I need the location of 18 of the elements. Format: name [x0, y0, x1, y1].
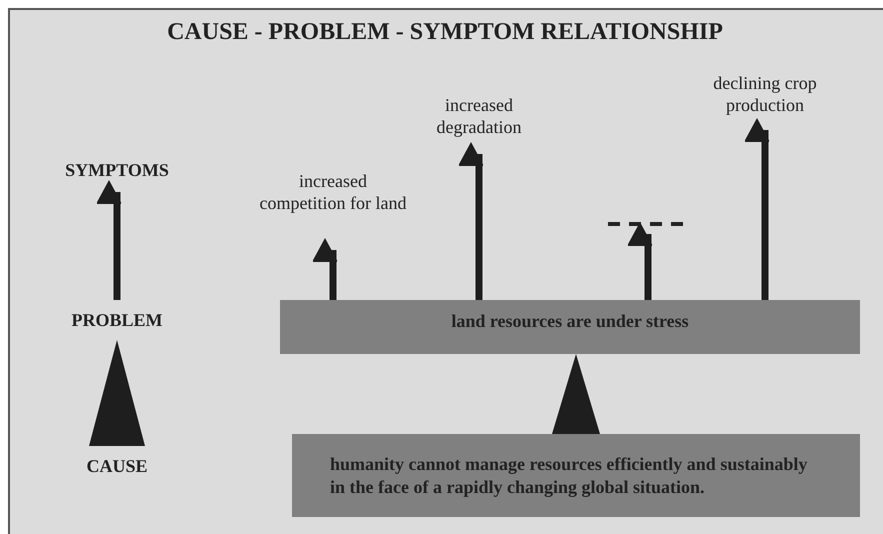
- statement-box: [280, 300, 860, 354]
- arrow: [627, 222, 653, 300]
- level-label: PROBLEM: [71, 309, 162, 331]
- triangle-arrow: [89, 340, 145, 446]
- symptom-label: declining crop production: [712, 72, 818, 116]
- symptom-label: increased competition for land: [258, 170, 408, 214]
- arrow: [458, 142, 484, 300]
- triangle-arrow: [552, 354, 600, 434]
- arrow: [96, 180, 122, 300]
- arrow: [312, 238, 338, 300]
- statement-text: humanity cannot manage resources efficiently and sustainably in the face of a rapidly changing global situation.: [330, 452, 808, 498]
- statement-text: land resources are under stress: [451, 310, 689, 332]
- diagram-title: CAUSE - PROBLEM - SYMPTOM RELATIONSHIP: [166, 18, 724, 47]
- arrow: [744, 118, 770, 300]
- statement-box: [292, 434, 860, 517]
- symptom-label: increased degradation: [436, 94, 522, 138]
- level-label: SYMPTOMS: [65, 159, 169, 181]
- level-label: CAUSE: [86, 455, 148, 477]
